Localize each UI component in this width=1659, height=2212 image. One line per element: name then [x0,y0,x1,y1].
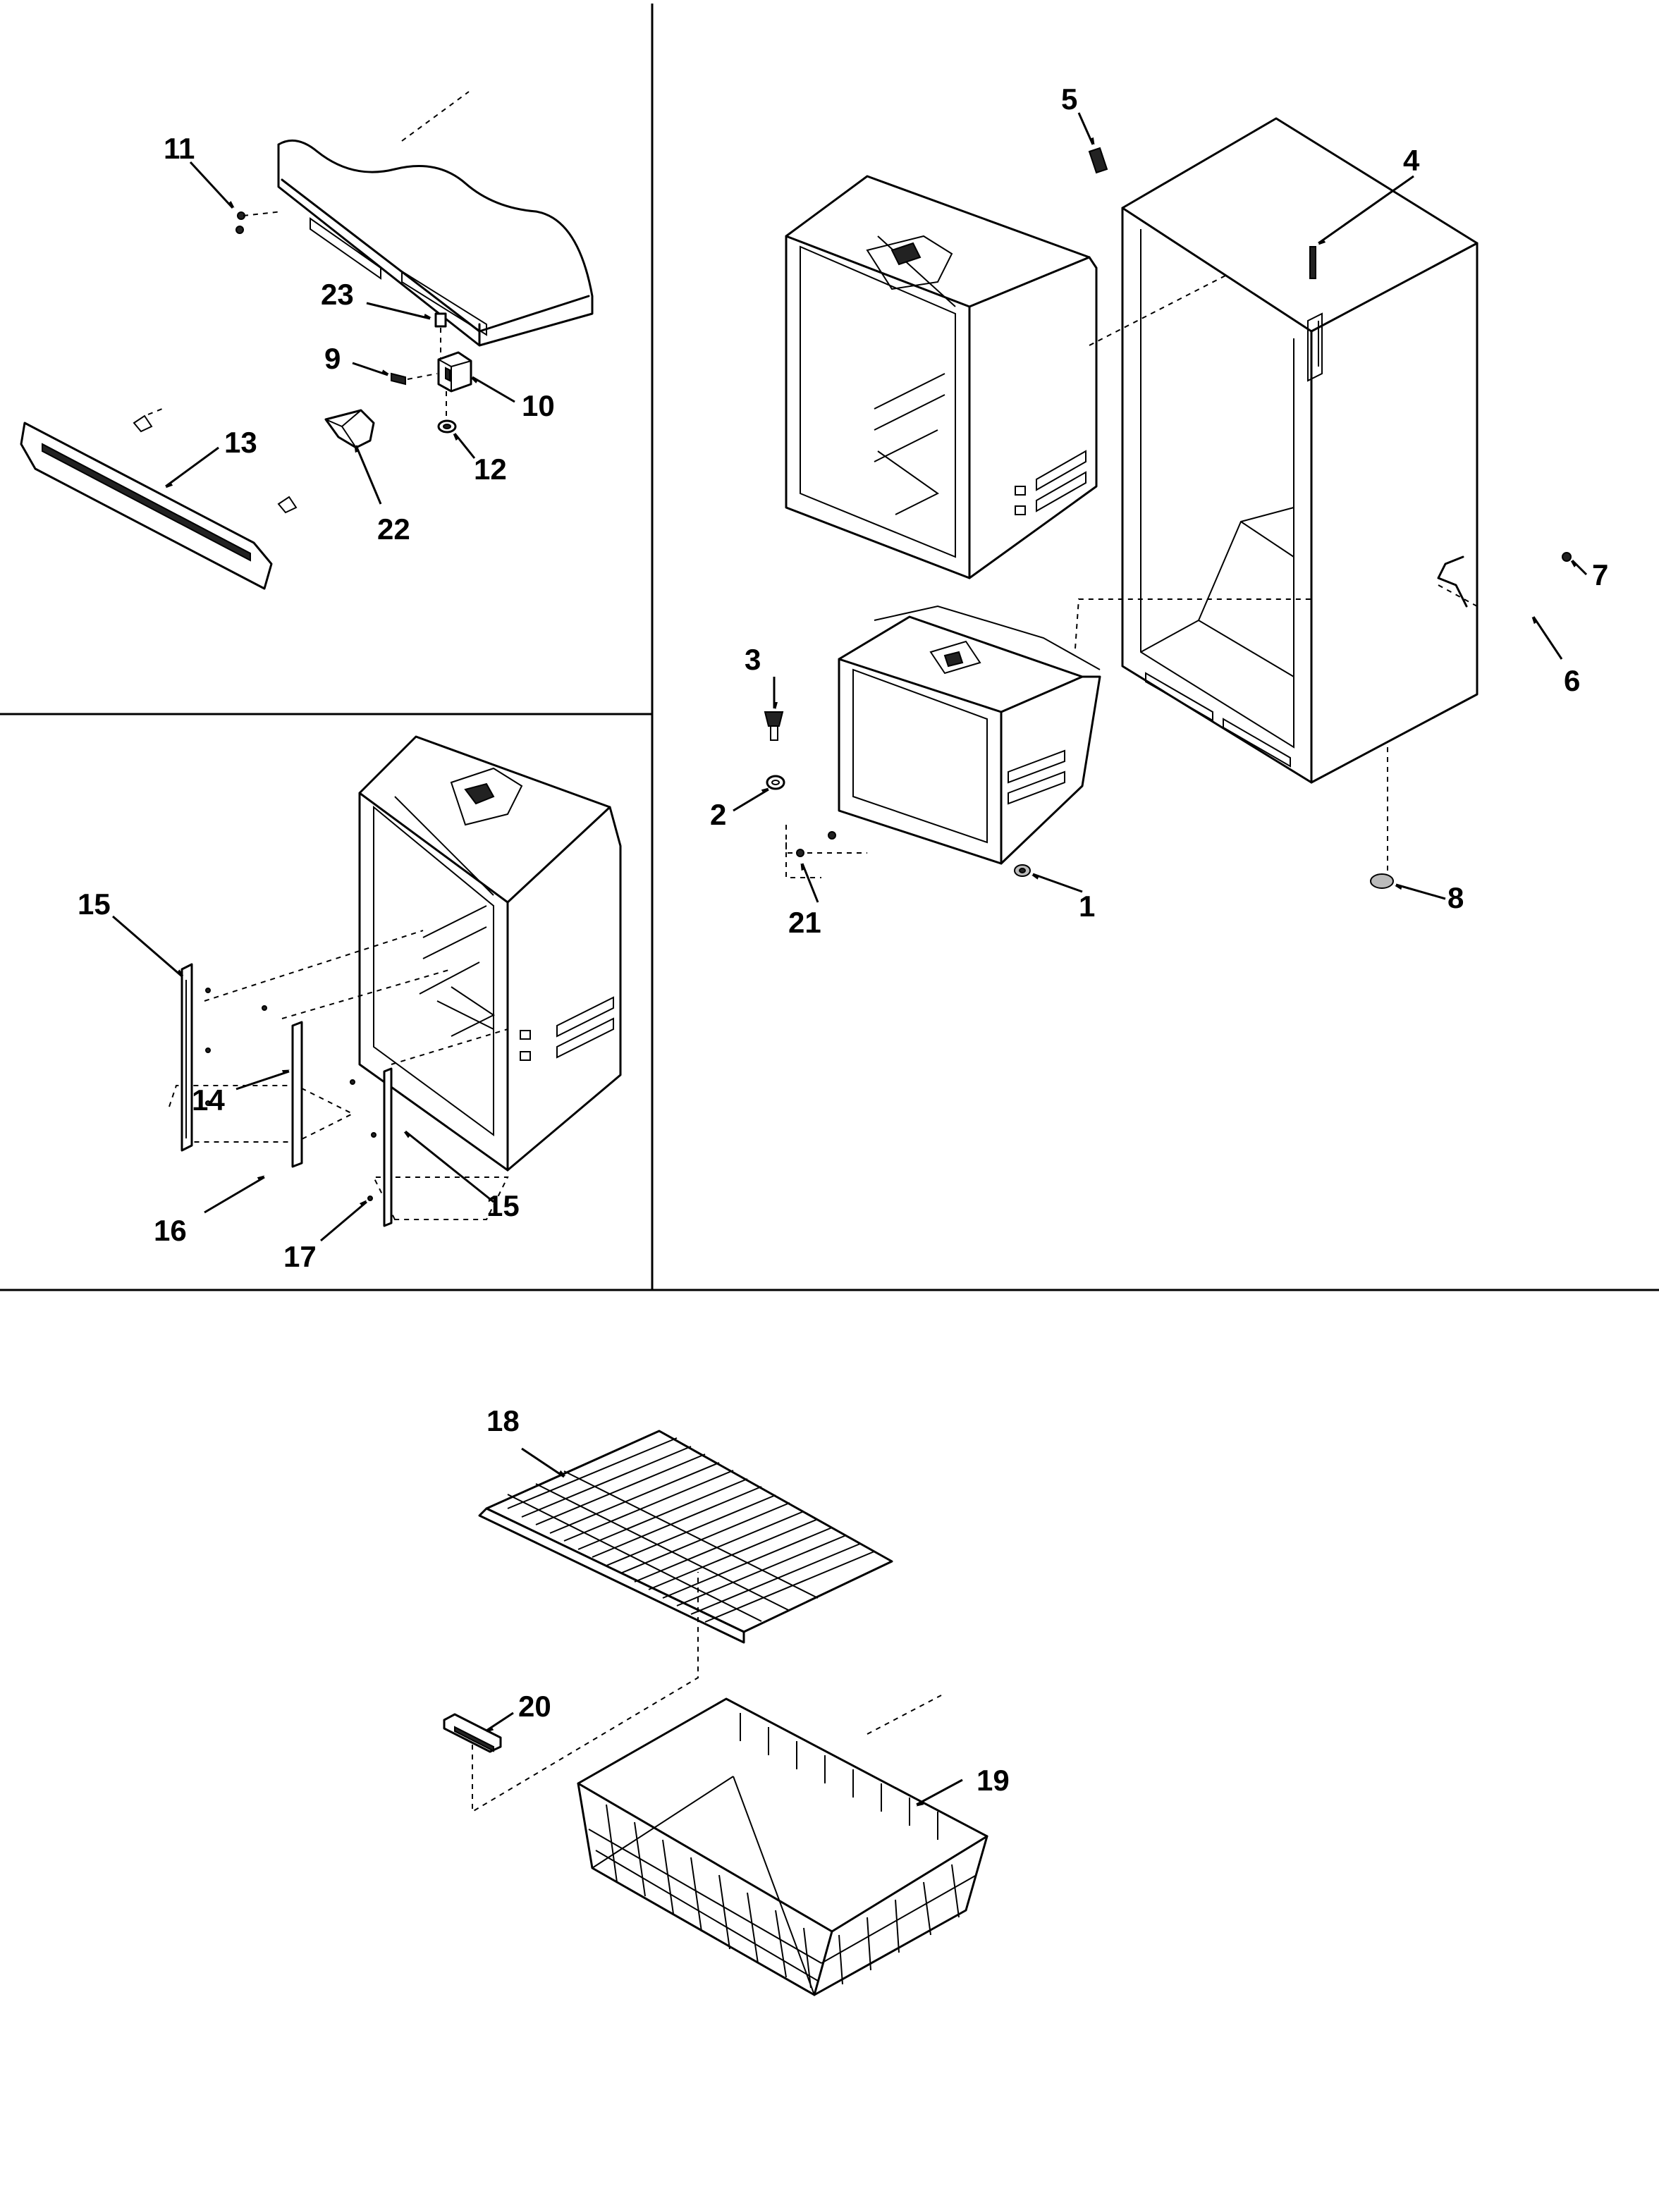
callout-6: 6 [1564,664,1580,697]
callout-22: 22 [377,512,410,546]
callout-5: 5 [1061,82,1077,116]
basket-divider-20 [443,1572,699,1813]
callout-17: 17 [283,1240,317,1273]
callout-8: 8 [1447,881,1464,914]
callout-2: 2 [710,798,726,831]
callout-21: 21 [788,906,821,939]
panel-dividers [0,4,1659,1291]
callout-1: 1 [1079,890,1095,923]
callout-4: 4 [1403,144,1420,177]
callout-10: 10 [522,389,555,422]
light-shield-22 [324,409,375,449]
callout-12: 12 [474,453,507,486]
callout-11: 11 [164,132,195,165]
callout-16: 16 [154,1214,187,1247]
foot-1 [1014,864,1031,877]
panel-top-left [20,91,594,590]
outer-cabinet [1121,117,1479,784]
panel-bottom-left [169,735,622,1227]
callout-3: 3 [745,643,761,676]
rail-14 [262,1005,303,1168]
control-housing-10 [437,351,472,393]
callout-labels: 11 23 9 10 12 13 22 15 14 16 17 15 5 4 7… [78,82,1608,1797]
upper-liner [785,175,1228,579]
wire-basket-19 [577,1695,988,1996]
callout-20: 20 [518,1690,551,1723]
rail-15-left [180,963,211,1152]
grommet-12 [437,391,457,434]
callout-9: 9 [324,342,341,375]
wire-shelf-18 [478,1430,893,1644]
foot-8 [1370,747,1394,889]
callout-18: 18 [486,1404,520,1437]
callout-14: 14 [192,1083,225,1117]
callout-7: 7 [1592,558,1608,591]
liner-box-left [358,735,622,1172]
part-5 [1088,147,1108,174]
callout-13: 13 [224,426,257,459]
rail-15-right [350,1067,393,1227]
leader-lines [112,112,1588,1805]
screw-11 [235,211,283,234]
fitting-3 [764,711,784,741]
cabinet-top-section [277,91,594,347]
screws-21 [785,831,836,878]
connector-9 [391,372,438,386]
callout-15-left: 15 [78,887,111,921]
callout-15-right: 15 [486,1189,520,1222]
callout-23: 23 [321,278,354,311]
lower-liner [785,598,1311,865]
panel-bottom [443,1430,988,1996]
trim-strip-13 [20,408,298,590]
callout-19: 19 [977,1764,1010,1797]
part-6-bar [1437,555,1478,608]
screw-7 [1562,552,1572,562]
panel-top-right [764,117,1572,889]
washer-2 [766,775,785,790]
